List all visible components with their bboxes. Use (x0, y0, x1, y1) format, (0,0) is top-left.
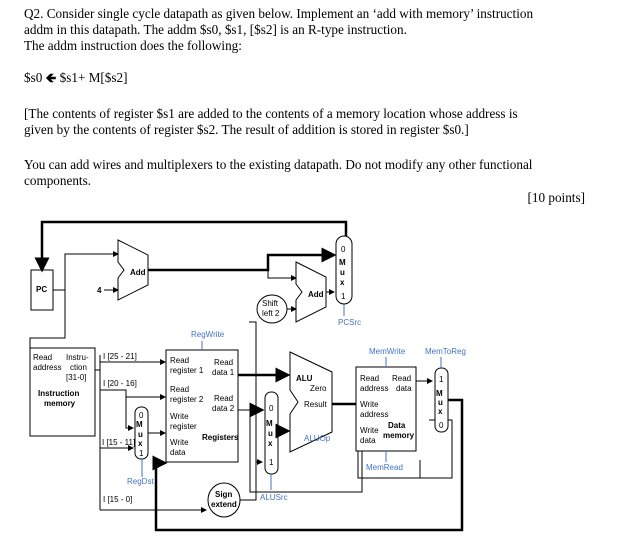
imem-read: Read (33, 353, 52, 362)
regdst-mux-u: u (138, 430, 143, 439)
regdst-mux-x: x (138, 439, 143, 448)
pc-mux-m: M (339, 258, 346, 267)
question-line-1: Q2. Consider single cycle datapath as gi… (24, 6, 534, 21)
left-arrow-icon: 🡸 (45, 70, 57, 85)
memtoreg-mux-m: M (436, 389, 443, 398)
dmem-write-b: address (360, 410, 388, 419)
reg-write-data-b: data (170, 448, 186, 457)
note-line-2: components. (24, 173, 92, 188)
formula-rhs: $s1+ M[$s2] (59, 70, 128, 85)
reg-read-reg1-b: register 1 (170, 366, 204, 375)
dmem-title-1: Data (388, 421, 406, 430)
dmem-title-2: memory (383, 431, 415, 440)
memtoreg-mux-0: 0 (439, 421, 444, 430)
memread-label: MemRead (366, 463, 403, 472)
formula: $s0 🡸 $s1+ M[$s2] (24, 70, 128, 86)
description-line-2: given by the contents of register $s2. T… (24, 122, 469, 137)
memtoreg-label: MemToReg (425, 347, 466, 356)
dmem-write-a: Write (360, 400, 379, 409)
shift-label-2: left 2 (262, 309, 280, 318)
field-15-0: I [15 - 0] (103, 495, 132, 504)
pc-feedback-wire (34, 220, 348, 273)
data-memory (355, 366, 417, 452)
question-line-2: addm in this datapath. The addm $s0, $s1… (24, 22, 407, 37)
imem-address: address (33, 363, 61, 372)
reg-write-data-a: Write (170, 438, 189, 447)
field-15-11: I [15 - 11] (102, 438, 135, 447)
pcsrc-label: PCSrc (338, 318, 361, 327)
instruction-memory (29, 347, 96, 437)
branch-adder-label: Add (308, 290, 324, 299)
dmem-read-b: address (360, 384, 388, 393)
regdst-label: RegDst (127, 477, 154, 486)
sign-extend-label-2: extend (211, 500, 237, 509)
aluop-label: ALUOp (304, 434, 331, 443)
reg-read-data1-a: Read (214, 358, 233, 367)
reg-read-reg2-b: register 2 (170, 395, 204, 404)
writeback-wire (152, 398, 464, 532)
question-note: You can add wires and multiplexers to th… (24, 157, 532, 189)
reg-read-data2-a: Read (214, 394, 233, 403)
regdst-mux-m: M (136, 420, 143, 429)
registers-title: Registers (202, 433, 239, 442)
reg-read-data2-b: data 2 (212, 404, 235, 413)
note-line-1: You can add wires and multiplexers to th… (24, 157, 533, 172)
shift-label-1: Shift (262, 299, 279, 308)
pc-mux-0: 0 (341, 245, 346, 254)
alusrc-mux-0: 0 (269, 404, 274, 413)
memwrite-label: MemWrite (369, 347, 406, 356)
reg-read-data1-b: data 1 (212, 368, 235, 377)
points-label: [10 points] (527, 190, 585, 205)
pc-adder-label: Add (130, 268, 146, 277)
question-intro: Q2. Consider single cycle datapath as gi… (24, 6, 533, 54)
register-file (165, 349, 239, 463)
alu-result: Result (304, 400, 327, 409)
regwrite-label: RegWrite (191, 330, 225, 339)
pc-mux-1: 1 (341, 292, 346, 301)
description-line-1: [The contents of register $s1 are added … (24, 106, 518, 121)
reg-read-reg2-a: Read (170, 385, 189, 394)
field-20-16: I [20 - 16] (103, 379, 137, 388)
dmem-writedata-a: Write (360, 426, 379, 435)
pc-label: PC (36, 285, 47, 294)
sign-extend-label-1: Sign (215, 490, 232, 499)
dmem-writedata-b: data (360, 436, 376, 445)
imem-title-2: memory (44, 399, 76, 408)
formula-lhs: $s0 (24, 70, 43, 85)
alu-label: ALU (296, 374, 313, 383)
dmem-read-a: Read (360, 374, 379, 383)
memtoreg-mux-1: 1 (439, 375, 444, 384)
pc-mux-x: x (340, 278, 345, 287)
alusrc-mux-x: x (268, 439, 273, 448)
regdst-mux-0: 0 (139, 411, 144, 420)
alusrc-mux-m: M (266, 419, 273, 428)
alu (289, 351, 333, 453)
question-description: [The contents of register $s1 are added … (24, 106, 518, 138)
imem-instru: Instru- (66, 353, 89, 362)
dmem-readdata-a: Read (392, 374, 411, 383)
reg-read-reg1-a: Read (170, 356, 189, 365)
reg-write-reg-b: register (170, 422, 197, 431)
reg-write-reg-a: Write (170, 412, 189, 421)
alusrc-mux-1: 1 (269, 458, 274, 467)
regdst-mux-1: 1 (139, 449, 144, 458)
alusrc-label: ALUSrc (260, 493, 288, 502)
imem-ction: ction (70, 363, 87, 372)
field-25-21: I [25 - 21] (103, 352, 137, 361)
imem-bits: [31-0] (66, 373, 86, 382)
question-line-3: The addm instruction does the following: (24, 38, 242, 53)
alusrc-mux-u: u (268, 429, 273, 438)
pc-mux-u: u (340, 268, 345, 277)
four-constant: 4 (97, 286, 102, 295)
alu-zero: Zero (310, 384, 327, 393)
memtoreg-mux-u: u (438, 398, 443, 407)
dmem-readdata-b: data (396, 384, 412, 393)
imem-title-1: Instruction (38, 389, 79, 398)
memtoreg-mux-x: x (438, 407, 443, 416)
